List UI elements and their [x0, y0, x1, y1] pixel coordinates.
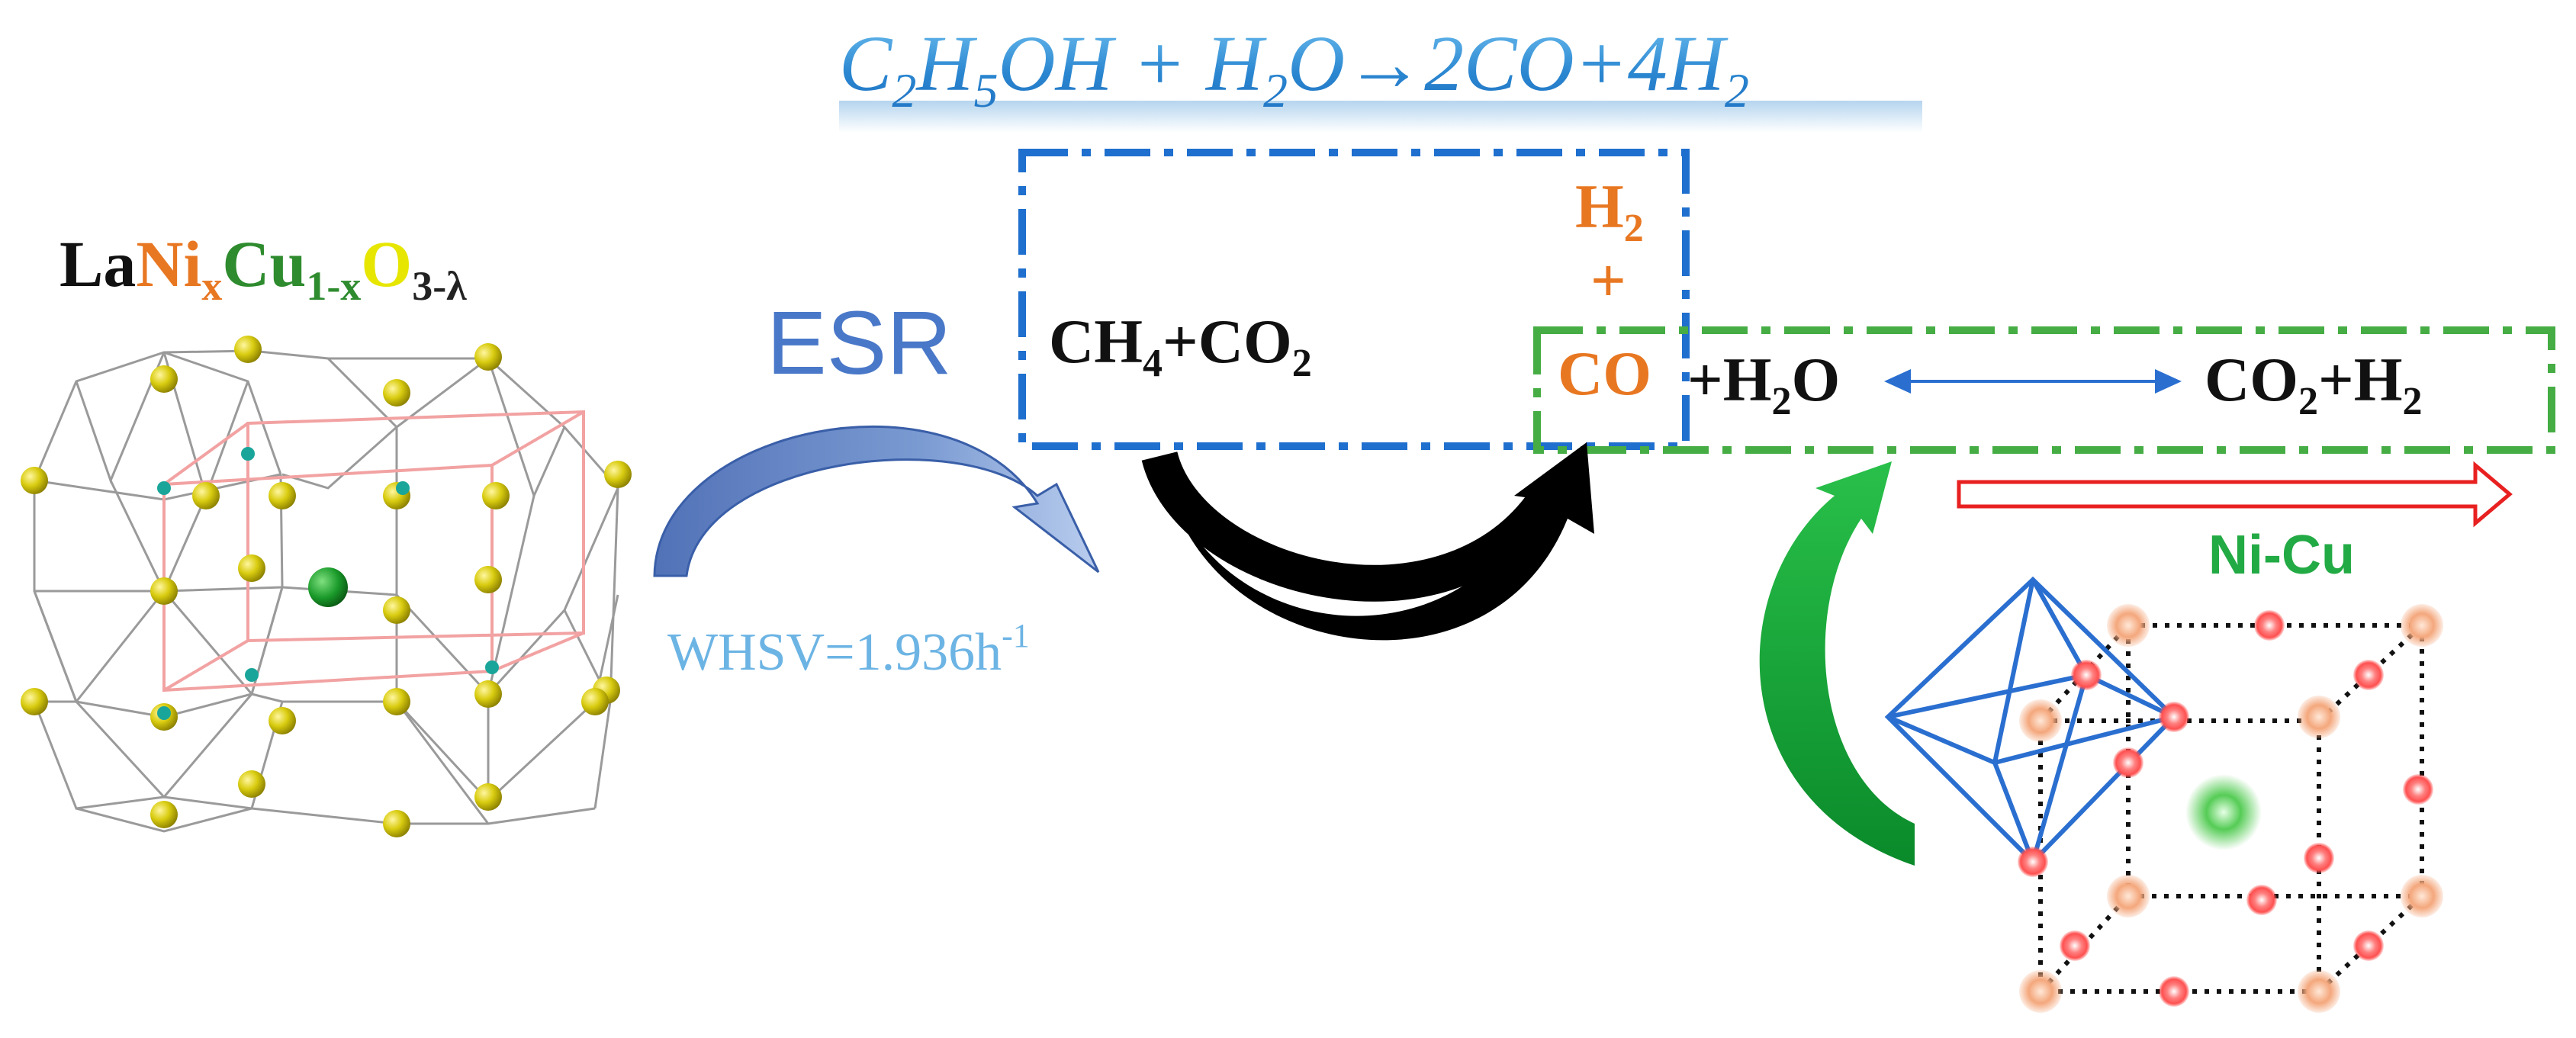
water-gas-shift-box: [1533, 326, 2555, 454]
formula-o-sub: 3-λ: [412, 263, 467, 309]
top-equation: C2H5OH + H2O→2CO+4H2: [839, 20, 1749, 117]
whsv-label: WHSV=1.936h-1: [667, 617, 1030, 682]
formula-cu: Cu: [222, 227, 306, 300]
perovskite-formula: LaNixCu1-xO3-λ: [59, 227, 467, 309]
oxygen-atoms: [21, 336, 632, 837]
eq-oh: OH + H: [998, 20, 1266, 108]
svg-text:C2H5OH + H2O→2CO+4H2: C2H5OH + H2O→2CO+4H2: [839, 20, 1749, 117]
wgs-o: O: [1792, 345, 1841, 414]
svg-text:+H2O: +H2O: [1687, 345, 1840, 423]
whsv-sup: -1: [1002, 617, 1030, 654]
svg-text:WHSV=1.936h-1: WHSV=1.936h-1: [667, 617, 1030, 682]
perovskite-lattice: [21, 336, 632, 837]
wgs-co-sub: 2: [2298, 380, 2318, 423]
eq-h: H: [915, 20, 977, 108]
esr-label: ESR: [767, 293, 952, 394]
syngas-stack: H2 + CO: [1558, 172, 1651, 408]
eq-arrow: →: [1345, 20, 1424, 108]
svg-text:H2: H2: [1575, 172, 1644, 250]
equation-reflection: [839, 101, 1922, 133]
eq-o: O: [1288, 20, 1345, 108]
svg-text:CH4+CO2: CH4+CO2: [1049, 307, 1312, 385]
formula-ni-sub: x: [201, 263, 222, 309]
b-site-atoms: [157, 447, 499, 720]
syngas-plus: +: [1590, 246, 1626, 315]
catalyst-structure: [1884, 576, 2443, 1013]
equilibrium-arrow: [1884, 369, 2182, 394]
co2-part: +CO: [1163, 307, 1292, 376]
wgs-h: +H: [1687, 345, 1772, 414]
ch-sub: 4: [1143, 342, 1163, 385]
whsv-text: WHSV=1.936h: [667, 623, 1002, 682]
eq-c: C: [839, 20, 893, 108]
wgs-h2-sub: 2: [2403, 380, 2423, 423]
a-site-atom: [308, 567, 348, 607]
catalyst-label: Ni-Cu: [2208, 525, 2355, 586]
esr-curved-arrow: [653, 425, 1100, 577]
wgs-co: CO: [2205, 345, 2298, 414]
catalyst-core-atom: [2185, 774, 2262, 850]
wgs-left: +H2O: [1687, 345, 1840, 423]
syngas-co: CO: [1558, 339, 1651, 408]
wgs-plus-h: +H: [2318, 345, 2403, 414]
edge-atoms: [2018, 610, 2433, 1007]
catalyst-curved-arrow: [1759, 461, 1915, 866]
svg-text:CO2+H2: CO2+H2: [2205, 345, 2423, 423]
ch: CH: [1049, 307, 1143, 376]
product-flow-arrow: [1957, 461, 2513, 528]
co2-sub: 2: [1292, 342, 1312, 385]
eq-products: 2CO+4H: [1424, 20, 1729, 108]
formula-cu-sub: 1-x: [306, 263, 361, 309]
corner-atoms: [2019, 604, 2443, 1013]
lattice-bonds: [33, 349, 619, 833]
wgs-right: CO2+H2: [2205, 345, 2423, 423]
conversion-curved-arrow: [1159, 442, 1594, 641]
syngas-h-sub: 2: [1624, 207, 1644, 250]
methane-co2-formula: CH4+CO2: [1049, 307, 1312, 385]
wgs-h-sub: 2: [1772, 380, 1792, 423]
formula-la: La: [59, 227, 136, 300]
formula-ni: Ni: [136, 227, 201, 300]
syngas-h: H: [1575, 172, 1624, 241]
methane-reforming-box: [1018, 149, 1690, 450]
svg-text:LaNixCu1-xO3-λ: LaNixCu1-xO3-λ: [59, 227, 467, 309]
formula-o: O: [361, 227, 412, 300]
